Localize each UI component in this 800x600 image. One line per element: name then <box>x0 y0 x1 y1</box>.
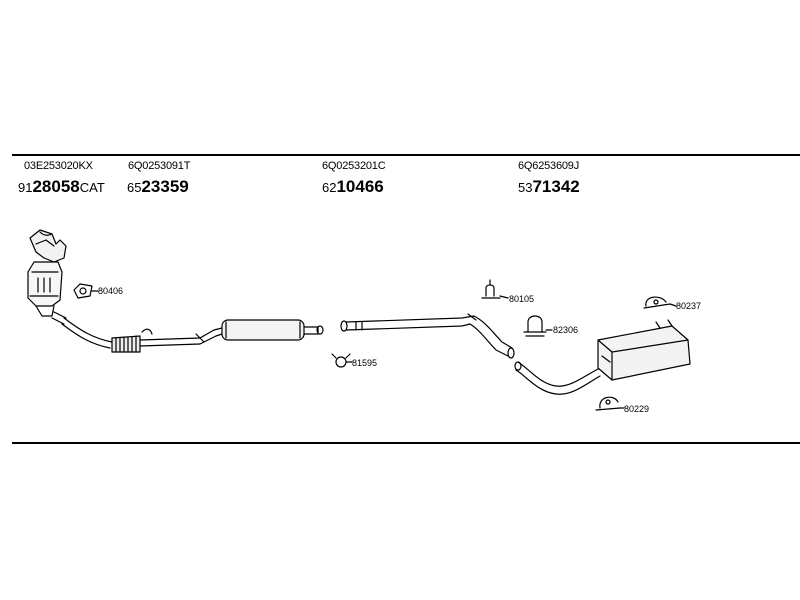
clamp-ring-icon <box>331 353 351 368</box>
top-divider <box>12 154 800 156</box>
catalytic-converter-drawing <box>27 229 67 317</box>
rear-silencer-drawing <box>514 319 691 395</box>
part-number-main: 10466 <box>336 177 384 196</box>
rubber-mount-icon <box>643 296 671 309</box>
leader-line <box>669 303 677 307</box>
part-number-main: 23359 <box>141 177 189 196</box>
rubber-mount-icon <box>595 396 621 411</box>
callout-label: 80229 <box>624 404 650 414</box>
part-number-prefix: 91 <box>18 180 33 195</box>
oe-number-front-pipe: 6Q0253091T <box>128 160 191 172</box>
u-clamp-icon <box>523 315 547 337</box>
gasket-ring-icon <box>73 283 93 299</box>
callout-label: 82306 <box>553 325 579 335</box>
part-number-middle-pipe: 6210466 <box>322 178 384 196</box>
part-number-main: 71342 <box>532 177 580 196</box>
callout-label: 81595 <box>352 358 378 368</box>
middle-pipe-drawing <box>340 313 515 359</box>
part-number-prefix: 65 <box>127 180 142 195</box>
part-number-front-pipe: 6523359 <box>127 178 189 196</box>
part-number-catalyst: 9128058CAT <box>18 178 105 196</box>
bottom-divider <box>12 442 800 444</box>
oe-number-middle-pipe: 6Q0253201C <box>322 160 386 172</box>
part-number-rear-silencer: 5371342 <box>518 178 580 196</box>
callout-label: 80237 <box>676 301 702 311</box>
oe-number-rear-silencer: 6Q6253609J <box>518 160 579 172</box>
callout-label: 80105 <box>509 294 535 304</box>
part-number-main: 28058 <box>32 177 80 196</box>
front-pipe-drawing <box>51 311 324 353</box>
callout-label: 80406 <box>98 286 124 296</box>
leader-line <box>499 295 509 299</box>
part-number-prefix: 62 <box>322 180 337 195</box>
part-number-suffix: CAT <box>79 180 105 195</box>
part-number-prefix: 53 <box>518 180 533 195</box>
oe-number-catalyst: 03E253020KX <box>24 160 93 172</box>
rubber-mount-icon <box>481 279 501 299</box>
